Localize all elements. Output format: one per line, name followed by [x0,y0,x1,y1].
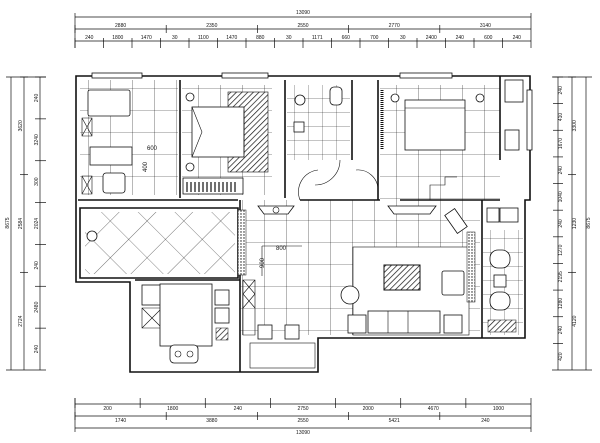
top-detail-dimension: 30 [286,35,292,41]
top-detail-dimension: 240 [85,35,94,41]
right-detail-dimension: 1270 [558,244,564,255]
living-room-furniture: 800 900 [249,205,476,369]
top-detail-dimension: 240 [456,35,465,41]
left-total-dimension: 8675 [5,217,11,228]
left-detail-dimension: 300 [34,177,40,186]
dimension-labels: 13090 2880 2350 2550 2770 3140 240 1800 1470 30 11… [5,10,592,436]
left-detail-dimension: 3240 [34,134,40,145]
top-segment-dimension: 3140 [480,23,491,29]
top-detail-dimension: 240 [513,35,522,41]
top-segment-dimension: 2550 [297,23,308,29]
left-detail-dimension: 240 [34,261,40,270]
top-detail-dimension: 1470 [141,35,152,41]
bottom-detail-dimension: 4670 [428,406,439,412]
right-detail-dimension: 410 [558,113,564,122]
right-detail-dimension: 2195 [558,271,564,282]
annotation-400: 400 [143,161,149,172]
bathroom-fixtures [293,86,379,201]
top-detail-dimension: 1100 [198,35,209,41]
study-furniture: 600 400 [81,89,158,195]
top-detail-dimension: 1800 [112,35,123,41]
left-segment-dimension: 3620 [18,120,24,131]
top-detail-dimension: 600 [484,35,493,41]
top-detail-dimension: 30 [172,35,178,41]
top-segment-dimension: 2350 [206,23,217,29]
kitchen-fixtures [141,279,256,364]
right-detail-dimension: 420 [558,352,564,361]
top-detail-dimension: 30 [400,35,406,41]
bottom-segment-dimension: 5421 [389,418,400,424]
right-detail-dimension: 240 [558,219,564,228]
top-detail-dimension: 1171 [312,35,323,41]
bottom-detail-dimension: 240 [234,406,243,412]
right-detail-dimension: 240 [558,86,564,95]
bottom-detail-dimension: 1800 [167,406,178,412]
top-detail-dimension: 880 [256,35,265,41]
annotation-600: 600 [147,146,158,152]
right-segment-dimension: 1230 [572,218,578,229]
right-detail-dimension: 240 [558,326,564,335]
bottom-segment-dimension: 240 [481,418,490,424]
windows [91,72,533,151]
left-segment-dimension: 2724 [18,315,24,326]
left-segment-dimension: 2584 [18,218,24,229]
right-detail-dimension: 1280 [558,298,564,309]
bedroom-furniture [380,90,485,200]
top-detail-dimension: 1470 [226,35,237,41]
right-detail-dimension: 240 [558,166,564,175]
right-detail-dimension: 1040 [558,191,564,202]
dimension-ticks [20,25,576,420]
right-total-dimension: 8675 [586,217,592,228]
dining-balcony-furniture [486,79,524,333]
top-total-dimension: 13090 [296,10,310,16]
bottom-segment-dimension: 1740 [115,418,126,424]
bottom-detail-dimension: 2750 [297,406,308,412]
top-segment-dimension: 2880 [115,23,126,29]
right-segment-dimension: 4120 [572,315,578,326]
right-segment-dimension: 3300 [572,120,578,131]
left-detail-dimension: 2024 [34,218,40,229]
walls [75,75,531,373]
annotation-900: 900 [260,257,266,268]
bottom-segment-dimension: 3880 [206,418,217,424]
top-detail-dimension: 2400 [426,35,437,41]
bottom-segment-dimension: 2550 [297,418,308,424]
top-detail-dimension: 660 [342,35,351,41]
bottom-detail-dimension: 200 [103,406,112,412]
left-detail-dimension: 240 [34,345,40,354]
bottom-detail-dimension: 2000 [363,406,374,412]
top-segment-dimension: 2770 [389,23,400,29]
annotation-800: 800 [276,246,287,252]
balcony-features [86,209,247,276]
left-detail-dimension: 240 [34,94,40,103]
left-detail-dimension: 2480 [34,301,40,312]
dimension-lines [6,13,592,432]
top-detail-dimension: 700 [370,35,379,41]
bottom-total-dimension: 13090 [296,430,310,436]
bottom-detail-dimension: 1000 [493,406,504,412]
master-bedroom-furniture [182,91,269,195]
right-detail-dimension: 1670 [558,138,564,149]
